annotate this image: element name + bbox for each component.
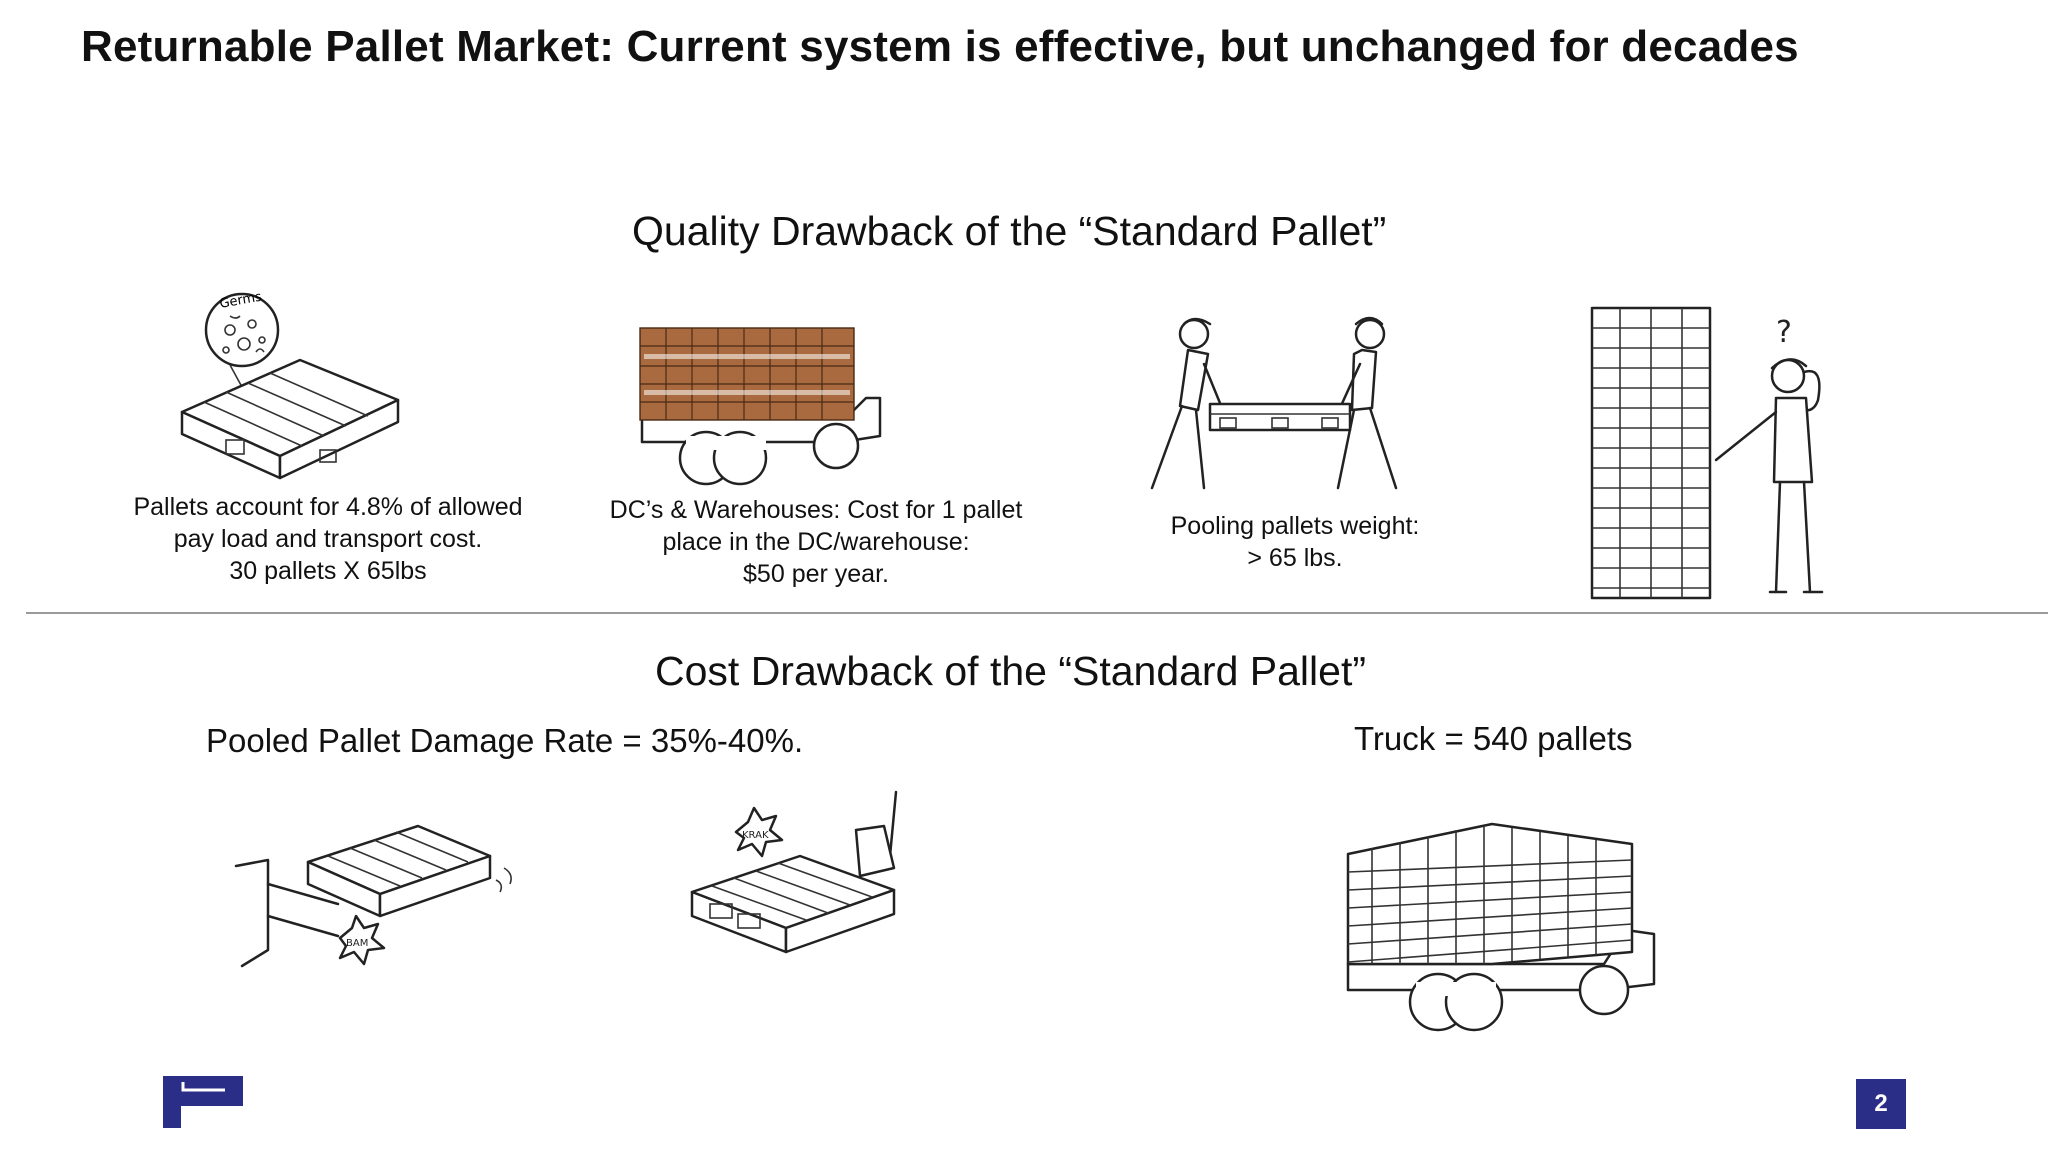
forklift-damage-illustration: BAM xyxy=(234,824,512,968)
pallet-jack-damage-illustration: KRAK xyxy=(690,790,898,954)
workers-carrying-pallet-illustration xyxy=(1150,316,1398,490)
germs-badge: Germs xyxy=(218,290,263,312)
quality-item-3-caption: Pooling pallets weight: > 65 lbs. xyxy=(1170,512,1420,572)
svg-text:?: ? xyxy=(1776,315,1792,350)
bam-sound-effect: BAM xyxy=(346,938,368,949)
loaded-truck-illustration xyxy=(639,327,882,486)
quality-item-1-caption: Pallets account for 4.8% of allowed pay … xyxy=(133,493,523,585)
slide-title: Returnable Pallet Market: Current system… xyxy=(81,22,1799,71)
quality-section-heading: Quality Drawback of the “Standard Pallet… xyxy=(632,208,1387,254)
krak-sound-effect: KRAK xyxy=(742,830,769,841)
truck-capacity-text: Truck = 540 pallets xyxy=(1354,720,1633,757)
pallet-stack-confused-person-illustration: ? xyxy=(1590,306,1824,600)
page-number-badge: 2 xyxy=(1856,1079,1906,1129)
truck-full-of-pallets-illustration xyxy=(1346,822,1656,1032)
company-logo xyxy=(163,1076,243,1128)
section-divider xyxy=(26,612,2048,614)
germs-pallet-illustration: Germs xyxy=(180,290,400,480)
damage-rate-text: Pooled Pallet Damage Rate = 35%-40%. xyxy=(206,722,804,759)
cost-section-heading: Cost Drawback of the “Standard Pallet” xyxy=(655,648,1366,694)
quality-item-2-caption: DC’s & Warehouses: Cost for 1 pallet pla… xyxy=(609,496,1023,588)
